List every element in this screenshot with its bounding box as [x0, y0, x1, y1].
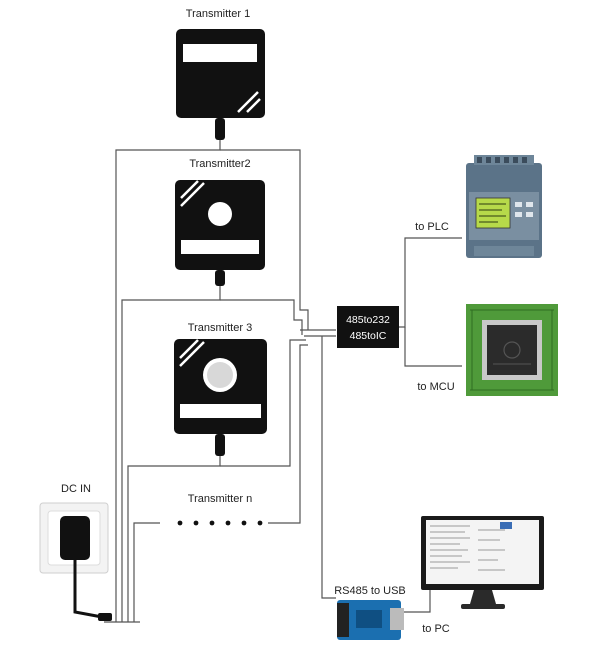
wire-t2-right [220, 299, 303, 335]
plc-buttons [515, 202, 533, 217]
wire-tn-right [268, 344, 308, 524]
mcu-pcb-traces [470, 309, 554, 391]
plc-bottom-terminals [474, 246, 534, 256]
mcu-chip-icon: to MCU [417, 304, 558, 396]
transmitter-2: Transmitter2 [175, 158, 265, 286]
transmitter-2-glare-icon [180, 180, 205, 207]
wire-usb-pc [400, 590, 431, 613]
wire-t1-right [220, 149, 309, 330]
rs485-usb-module-icon: RS485 to USB to PC [334, 585, 450, 640]
transmitter-2-label: Transmitter2 [189, 158, 250, 170]
wire-to-mcu [404, 327, 462, 367]
wire-t1-left [115, 140, 221, 622]
transmitter-3-display [180, 404, 261, 418]
transmitter-1-cable-gland [215, 118, 225, 140]
transmitter-n-label: Transmitter n [188, 493, 252, 505]
plc-screen-text [479, 203, 506, 223]
power-adapter-icon [60, 516, 90, 560]
transmitter-3-label: Transmitter 3 [188, 322, 252, 334]
transmitter-2-cable-gland [215, 270, 225, 286]
converter-label-485to232: 485to232 [346, 314, 390, 326]
converter-label-485toic: 485toIC [350, 330, 387, 342]
to-mcu-label: to MCU [417, 381, 454, 393]
transmitter-1-label: Transmitter 1 [186, 8, 250, 20]
rs485-to-usb-label: RS485 to USB [334, 585, 406, 597]
transmitter-3-glare-icon [179, 339, 205, 367]
transmitter-n: Transmitter n [177, 493, 263, 526]
plc-controller-icon: to PLC [415, 155, 542, 258]
wire-t3-right [220, 339, 306, 467]
monitor-base [461, 604, 505, 609]
transmitter-1-display [183, 44, 257, 62]
wire-t2-left [121, 286, 221, 622]
mcu-chip-body [487, 325, 537, 375]
usb-connector-icon [390, 608, 404, 630]
dc-in: DC IN [39, 483, 112, 621]
converter-box: 485to232 485toIC [337, 306, 399, 348]
transmitter-3-cable-gland [215, 434, 225, 456]
to-pc-label: to PC [422, 623, 450, 635]
dc-in-label: DC IN [61, 483, 91, 495]
bus-wires [104, 140, 462, 623]
pc-monitor-icon [421, 516, 544, 609]
usb-module-label-plate [356, 610, 382, 628]
transmitter-3: Transmitter 3 [174, 322, 267, 456]
monitor-screen-content [430, 525, 505, 571]
monitor-app-logo [500, 522, 512, 529]
usb-module-terminal [337, 603, 349, 637]
transmitter-3-sensor [207, 362, 233, 388]
transmitter-1-body [176, 29, 265, 118]
converter-body [337, 306, 399, 348]
plc-screen [475, 197, 511, 229]
transmitter-2-sensor [208, 202, 232, 226]
ellipsis-dots [177, 520, 263, 526]
monitor-screen [426, 520, 539, 584]
monitor-stand [470, 590, 496, 604]
wire-to-plc [398, 237, 462, 328]
transmitter-1-glare-icon [237, 91, 261, 113]
mcu-logo-icon [503, 341, 521, 359]
to-plc-label: to PLC [415, 221, 449, 233]
power-cable [73, 560, 103, 619]
wire-to-usb [321, 336, 336, 599]
plc-terminal-screws [477, 157, 527, 163]
wire-t3-left [127, 456, 221, 622]
dc-plug-icon [98, 613, 112, 621]
transmitter-1: Transmitter 1 [176, 8, 265, 140]
wire-tn-left [133, 522, 160, 622]
transmitter-2-display [181, 240, 259, 254]
